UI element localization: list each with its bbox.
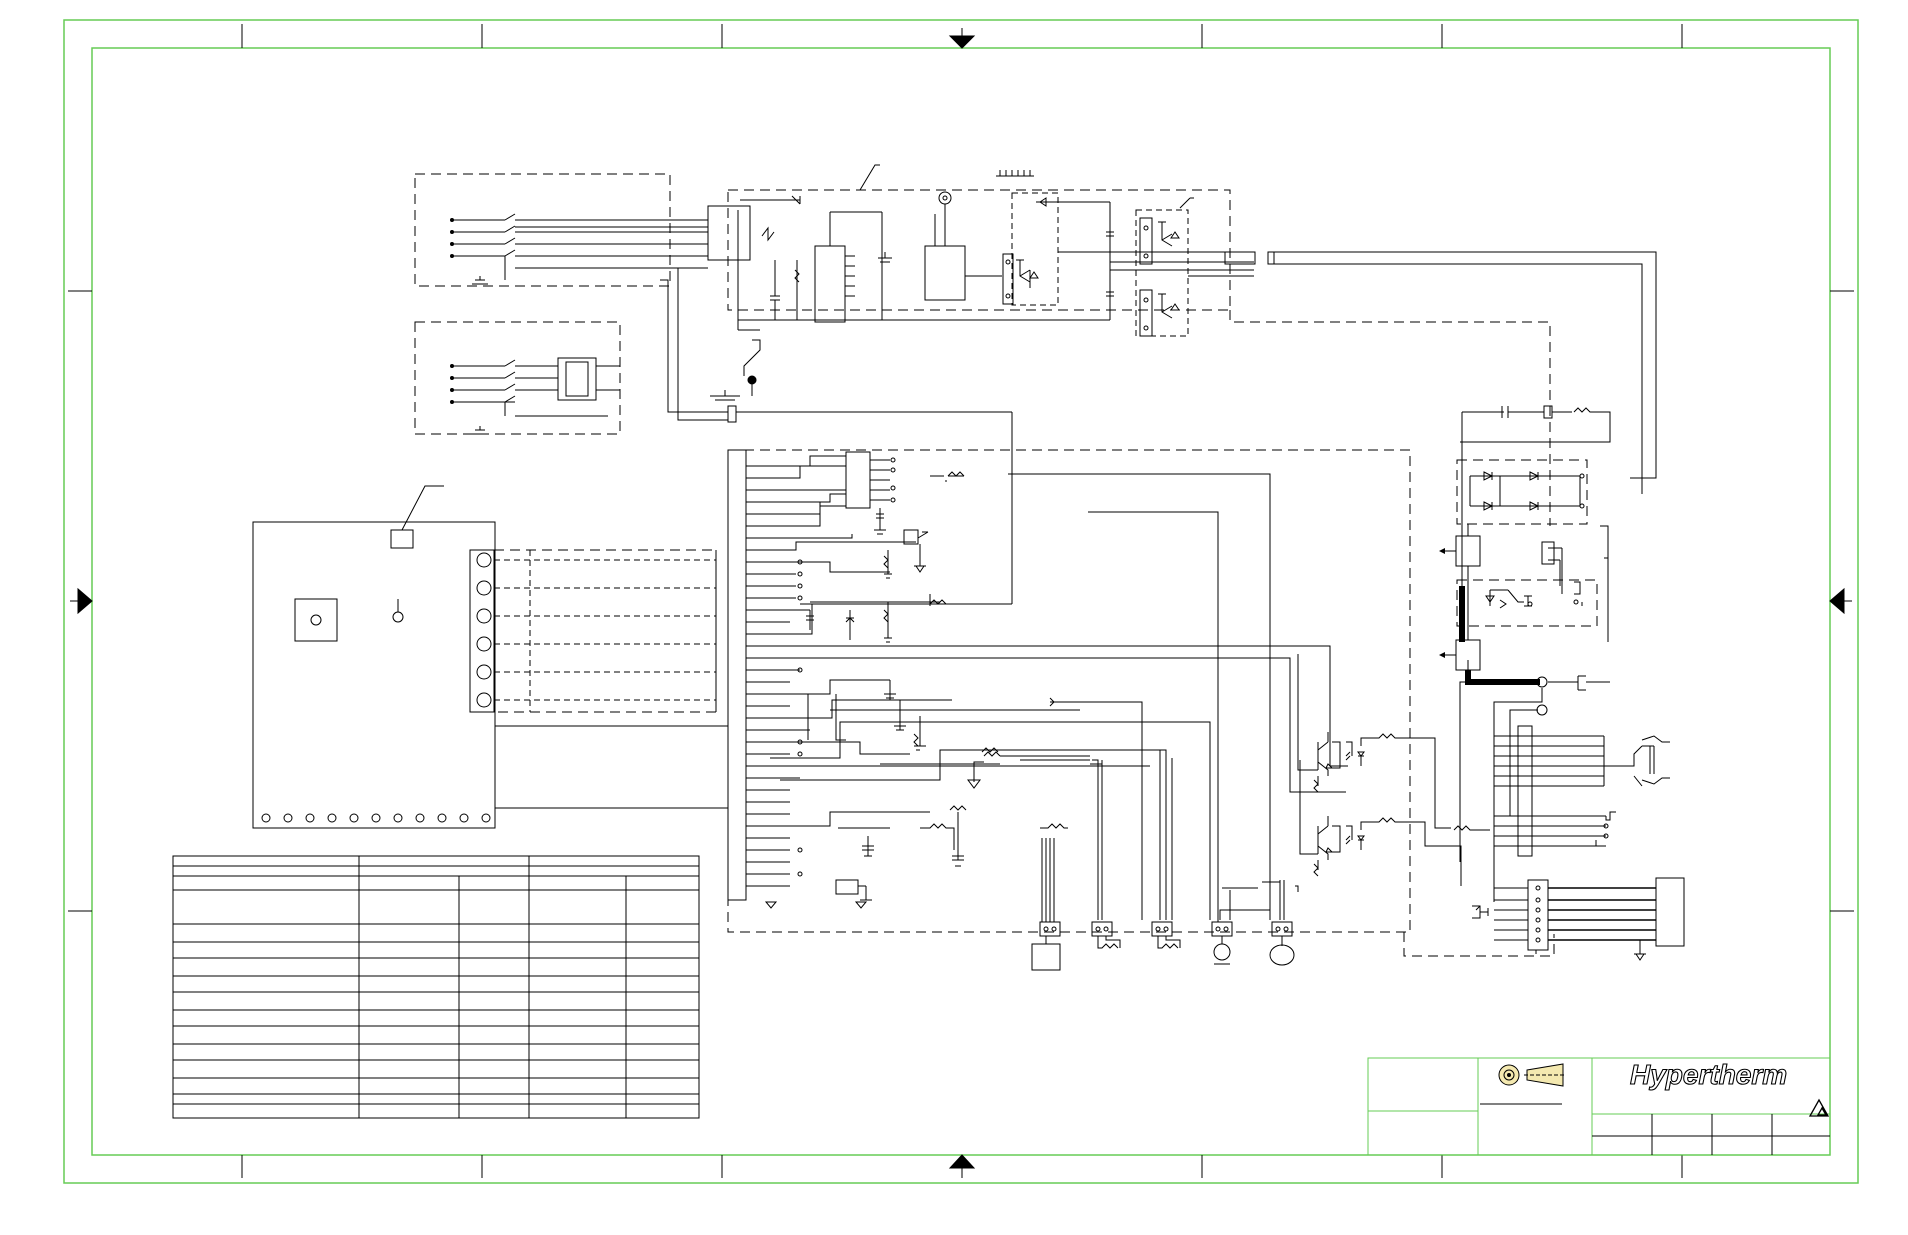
drawing-frame [63, 19, 1859, 1184]
third-angle-projection-icon [1498, 1063, 1566, 1087]
output-section [1439, 405, 1611, 902]
arrow-marker-icon [70, 28, 1852, 1178]
interconnect-wiring [770, 471, 1348, 922]
revision-triangle-icon [1808, 1098, 1830, 1117]
torch-connectors [1453, 725, 1685, 961]
control-board-connector-pins [746, 465, 770, 887]
power-feed-wires [660, 267, 728, 421]
power-board [707, 164, 1657, 526]
input-power-block-a [414, 173, 708, 287]
bottom-connectors [1031, 921, 1295, 971]
control-board [727, 449, 1555, 957]
title-block [1367, 1057, 1831, 1156]
brand-logo: Hypertherm [1630, 1059, 1787, 1090]
schematic [252, 164, 1685, 971]
opto-couplers [1297, 654, 1462, 886]
input-power-block-b [414, 321, 621, 435]
legend-table [172, 855, 700, 1119]
cnc-interface-box [252, 485, 728, 829]
terminal-circles [261, 813, 491, 823]
frame-zone-ticks [68, 24, 1854, 1178]
